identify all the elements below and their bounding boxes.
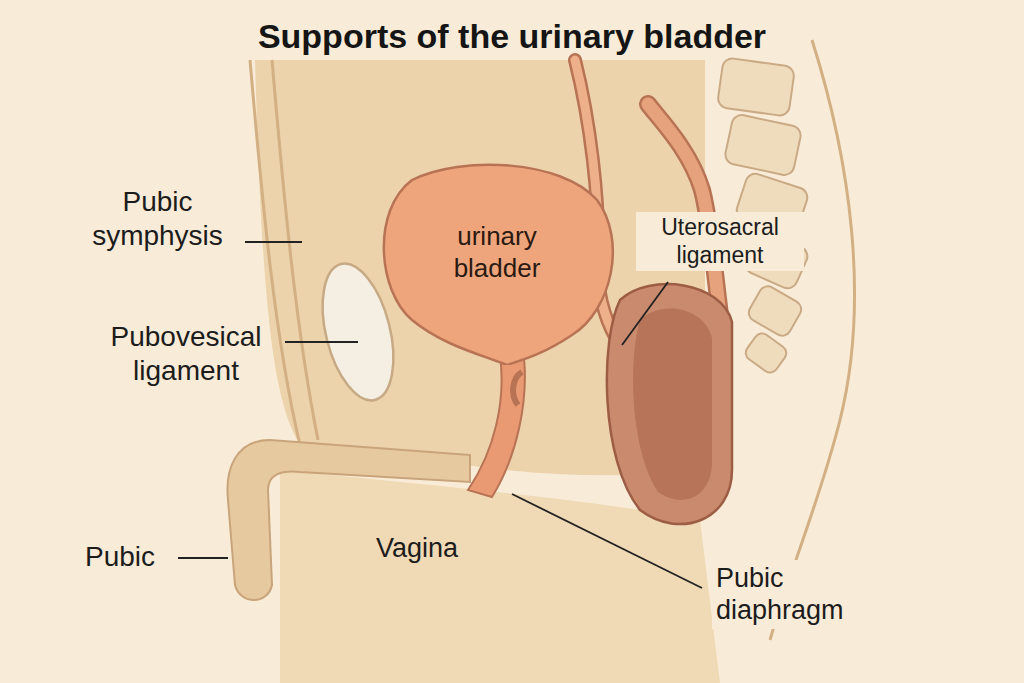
abdominal-wall xyxy=(250,60,300,445)
part-label: Pubic xyxy=(85,540,155,574)
part-label: Pubic diaphragm xyxy=(712,560,880,629)
leader-line xyxy=(178,557,228,559)
part-label: Vagina xyxy=(372,530,462,566)
leader-line xyxy=(285,341,358,343)
abdominal-wall xyxy=(272,60,318,440)
pubic-structure xyxy=(227,440,470,600)
vertebra xyxy=(743,330,790,375)
leader-line xyxy=(622,282,668,345)
organ-node: urinary bladder xyxy=(372,160,622,365)
part-label: Pubic symphysis xyxy=(70,185,245,252)
vertebra xyxy=(724,113,803,176)
rectum-lumen xyxy=(633,308,712,499)
urethra xyxy=(468,355,525,497)
part-label: Pubovesical ligament xyxy=(95,320,277,387)
back-contour xyxy=(770,40,855,640)
diagram-title: Supports of the urinary bladder xyxy=(0,16,1024,57)
rectum xyxy=(607,284,732,524)
vertebra xyxy=(746,283,805,339)
part-label: Uterosacral ligament xyxy=(636,212,804,271)
bladder-shape xyxy=(384,165,613,365)
organ-label: urinary bladder xyxy=(422,221,572,283)
leader-line xyxy=(512,494,702,588)
ureter-curl xyxy=(513,372,522,405)
vertebra xyxy=(717,57,795,117)
leader-line xyxy=(245,241,302,243)
